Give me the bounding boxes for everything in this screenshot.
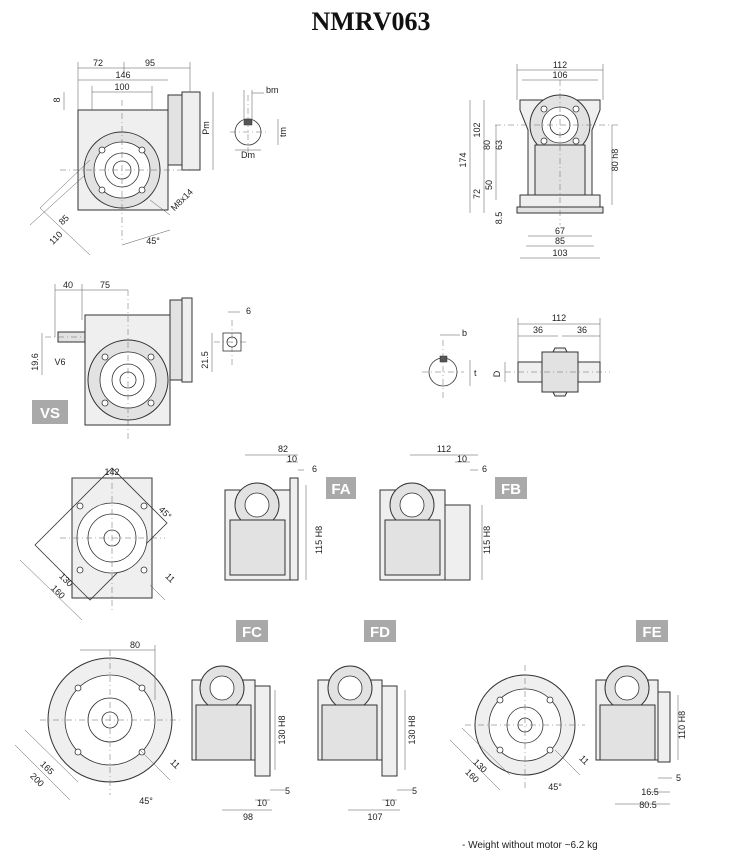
side-view: 112 106 102 80 63 174 72 50 8.5 80 h8 67… [458, 60, 620, 259]
dim-100: 100 [114, 82, 129, 92]
dim-t: t [474, 368, 477, 378]
dim-112: 112 [437, 444, 451, 454]
dim-80-h8: 80 h8 [610, 149, 620, 172]
fc-front-view: 80 165 200 11 45° [14, 640, 182, 806]
dim-10: 10 [287, 454, 297, 464]
dim-dm: Dm [241, 150, 255, 160]
dim-tm: tm [278, 127, 288, 137]
dim-95: 95 [145, 58, 155, 68]
dim-80: 80 [482, 140, 492, 150]
dim-36-left: 36 [533, 325, 543, 335]
dim-45deg: 45° [157, 505, 174, 522]
dim-63: 63 [494, 140, 504, 150]
dim-200: 200 [28, 771, 46, 789]
fd-label: FD [370, 624, 390, 641]
dim-142: 142 [104, 467, 119, 477]
dim-v6: V6 [54, 357, 65, 367]
fd-label-box [364, 620, 396, 642]
fc-view: 130 H8 10 5 98 FC [191, 620, 290, 822]
dim-110: 110 [47, 229, 64, 246]
output-shaft-view: b t D 112 36 36 [422, 313, 610, 400]
shaft-detail-view: bm tm Dm [230, 85, 288, 160]
dim-98: 98 [243, 812, 253, 822]
dim-5: 5 [285, 786, 290, 796]
vs-view: 40 75 19.6 V6 6 21.5 VS [30, 280, 251, 440]
dim-45deg: 45° [548, 782, 562, 792]
dim-8-5: 8.5 [494, 212, 504, 225]
dim-b: b [462, 328, 467, 338]
dim-45deg: 45° [139, 796, 153, 806]
fb-label: FB [501, 481, 521, 498]
dim-5: 5 [676, 773, 681, 783]
dim-m8x14: M8x14 [169, 187, 195, 213]
dim-75: 75 [100, 280, 110, 290]
dim-16-5: 16.5 [641, 787, 659, 797]
dim-115-h8: 115 H8 [314, 526, 324, 554]
dim-103: 103 [552, 248, 567, 258]
dim-85: 85 [555, 236, 565, 246]
dim-d: D [492, 370, 502, 377]
fa-label: FA [331, 481, 350, 498]
dim-82: 82 [278, 444, 288, 454]
dim-80: 80 [130, 640, 140, 650]
flange-front-view: 142 45° 130 160 11 [19, 467, 177, 621]
front-view: 72 95 146 100 8 Pm 85 110 M8x14 45° [29, 58, 214, 256]
dim-6: 6 [312, 464, 317, 474]
dim-72: 72 [472, 189, 482, 199]
fa-view: 82 10 6 115 H8 FA [224, 444, 356, 581]
fc-label-box [236, 620, 268, 642]
fc-label: FC [242, 624, 262, 641]
fb-label-box [495, 477, 527, 499]
dim-6: 6 [246, 306, 251, 316]
dim-130-h8: 130 H8 [277, 715, 287, 744]
dim-85: 85 [57, 213, 71, 227]
dim-10: 10 [457, 454, 467, 464]
fe-view: 110 H8 5 16.5 80.5 FE [595, 620, 687, 810]
dim-11: 11 [163, 571, 177, 585]
fb-view: 112 10 6 115 H8 FB [379, 444, 527, 581]
dim-6: 6 [482, 464, 487, 474]
dim-102: 102 [472, 122, 482, 137]
vs-label: VS [40, 405, 60, 422]
dim-107: 107 [367, 812, 382, 822]
dim-11: 11 [168, 757, 182, 771]
dim-8: 8 [52, 97, 62, 102]
dim-10: 10 [257, 798, 267, 808]
dim-174: 174 [458, 152, 468, 167]
dim-72: 72 [93, 58, 103, 68]
dim-19-6: 19.6 [30, 353, 40, 371]
dim-160: 160 [49, 583, 67, 601]
dim-50: 50 [484, 180, 494, 190]
dim-21-5: 21.5 [200, 351, 210, 369]
dim-45deg: 45° [146, 236, 160, 246]
dim-112: 112 [552, 313, 566, 323]
vs-label-box [32, 400, 68, 424]
dim-165: 165 [38, 759, 56, 777]
dim-80-5: 80.5 [639, 800, 657, 810]
dim-11: 11 [577, 753, 591, 767]
dim-112: 112 [553, 60, 567, 70]
dim-bm: bm [266, 85, 279, 95]
dim-pm: Pm [201, 121, 211, 135]
dim-36-right: 36 [577, 325, 587, 335]
fe-label-box [636, 620, 668, 642]
dim-67: 67 [555, 226, 565, 236]
fd-view: 130 H8 10 5 107 FD [317, 620, 417, 822]
dim-115-h8: 115 H8 [482, 526, 492, 554]
dim-130-h8: 130 H8 [407, 715, 417, 744]
fe-front-view: 130 160 11 45° [449, 665, 591, 792]
fe-label: FE [642, 624, 661, 641]
dim-146: 146 [115, 70, 130, 80]
weight-note: - Weight without motor ~6.2 kg [462, 840, 598, 851]
dim-106: 106 [552, 70, 567, 80]
dim-5: 5 [412, 786, 417, 796]
dim-10: 10 [385, 798, 395, 808]
fa-label-box [326, 477, 356, 499]
dim-110-h8: 110 H8 [677, 711, 687, 739]
page-title: NMRV063 [312, 7, 431, 36]
dim-40: 40 [63, 280, 73, 290]
